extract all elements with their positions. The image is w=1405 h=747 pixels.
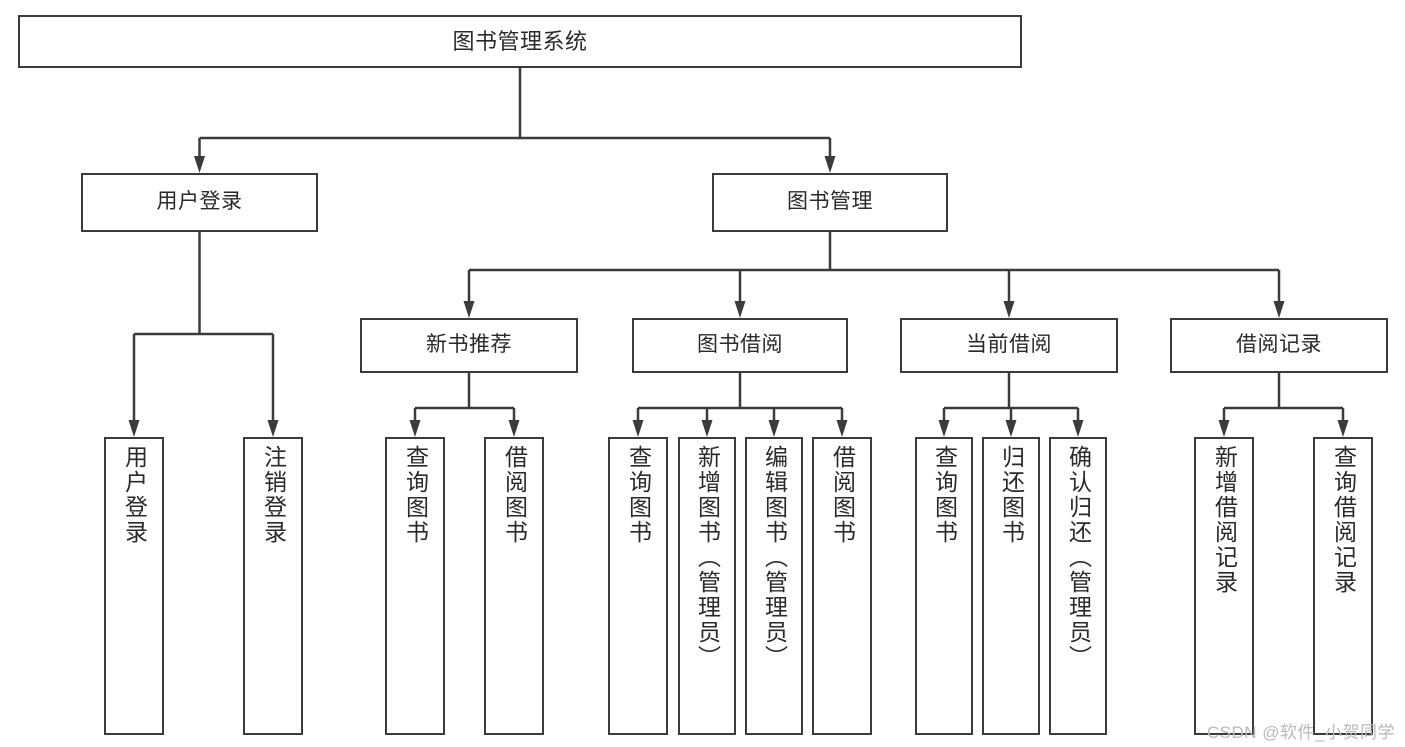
node-label: 图书借阅 xyxy=(697,333,783,357)
node-label: 借阅图书 xyxy=(501,445,528,545)
arrowhead-l-borrow-book-2 xyxy=(836,420,848,437)
node-label: 确认归还（管理员） xyxy=(1065,445,1092,670)
node-n-book-mgmt[interactable]: 图书管理 xyxy=(712,173,948,232)
node-l-add-record[interactable]: 新增借阅记录 xyxy=(1194,437,1254,735)
node-l-borrow-book-1[interactable]: 借阅图书 xyxy=(484,437,544,735)
node-label: 当前借阅 xyxy=(966,333,1052,357)
node-label: 图书管理系统 xyxy=(452,28,588,54)
arrowhead-l-return-book xyxy=(1005,420,1017,437)
arrowhead-n-book-borrow xyxy=(734,301,746,318)
node-l-confirm-return[interactable]: 确认归还（管理员） xyxy=(1049,437,1107,735)
arrowhead-l-query-book-1 xyxy=(409,420,421,437)
connector-group-n-current-borrow xyxy=(938,373,1084,437)
arrowhead-l-query-book-3 xyxy=(938,420,950,437)
arrowhead-l-add-record xyxy=(1218,420,1230,437)
arrowhead-l-query-record xyxy=(1337,420,1349,437)
node-label: 借阅图书 xyxy=(829,445,856,545)
node-l-return-book[interactable]: 归还图书 xyxy=(982,437,1040,735)
connector-group-n-borrow-record xyxy=(1218,373,1349,437)
node-l-add-book[interactable]: 新增图书（管理员） xyxy=(678,437,736,735)
node-label: 查询图书 xyxy=(931,445,958,545)
node-n-borrow-record[interactable]: 借阅记录 xyxy=(1170,318,1388,373)
arrowhead-l-borrow-book-1 xyxy=(508,420,520,437)
node-label: 归还图书 xyxy=(998,445,1025,545)
arrowhead-l-logout xyxy=(267,420,279,437)
connector-group-n-book-borrow xyxy=(632,373,848,437)
connector-group-n-new-book-rec xyxy=(409,373,520,437)
node-root[interactable]: 图书管理系统 xyxy=(18,15,1022,68)
node-label: 查询借阅记录 xyxy=(1330,445,1357,595)
node-label: 图书管理 xyxy=(787,190,873,214)
node-label: 新增借阅记录 xyxy=(1211,445,1238,595)
watermark: CSDN @软件_小贺同学 xyxy=(1206,723,1395,742)
node-n-user-login[interactable]: 用户登录 xyxy=(81,173,318,232)
node-label: 新增图书（管理员） xyxy=(694,445,721,670)
connector-group-root xyxy=(194,68,836,173)
node-l-query-record[interactable]: 查询借阅记录 xyxy=(1313,437,1373,735)
node-label: 查询图书 xyxy=(402,445,429,545)
node-label: 新书推荐 xyxy=(426,333,512,357)
node-label: 查询图书 xyxy=(625,445,652,545)
node-label: 用户登录 xyxy=(121,445,148,545)
node-n-new-book-rec[interactable]: 新书推荐 xyxy=(360,318,578,373)
node-l-query-book-3[interactable]: 查询图书 xyxy=(915,437,973,735)
arrowhead-l-edit-book xyxy=(768,420,780,437)
node-l-logout[interactable]: 注销登录 xyxy=(243,437,303,735)
arrowhead-n-user-login xyxy=(194,156,205,173)
node-label: 借阅记录 xyxy=(1236,333,1322,357)
arrowhead-l-confirm-return xyxy=(1072,420,1084,437)
arrowhead-n-book-mgmt xyxy=(824,156,836,173)
node-l-query-book-1[interactable]: 查询图书 xyxy=(385,437,445,735)
node-label: 编辑图书（管理员） xyxy=(761,445,788,670)
node-l-query-book-2[interactable]: 查询图书 xyxy=(608,437,668,735)
connector-group-n-book-mgmt xyxy=(463,232,1285,318)
connector-group-n-user-login xyxy=(128,232,279,437)
arrowhead-n-current-borrow xyxy=(1003,301,1015,318)
node-label: 用户登录 xyxy=(156,190,243,214)
node-l-edit-book[interactable]: 编辑图书（管理员） xyxy=(745,437,803,735)
arrowhead-l-user-login xyxy=(128,420,140,437)
arrowhead-l-query-book-2 xyxy=(632,420,644,437)
arrowhead-l-add-book xyxy=(701,420,713,437)
arrowhead-n-new-book-rec xyxy=(463,301,475,318)
node-l-user-login[interactable]: 用户登录 xyxy=(104,437,164,735)
node-label: 注销登录 xyxy=(260,445,287,545)
node-l-borrow-book-2[interactable]: 借阅图书 xyxy=(812,437,872,735)
arrowhead-n-borrow-record xyxy=(1273,301,1285,318)
node-n-book-borrow[interactable]: 图书借阅 xyxy=(632,318,848,373)
node-n-current-borrow[interactable]: 当前借阅 xyxy=(900,318,1118,373)
